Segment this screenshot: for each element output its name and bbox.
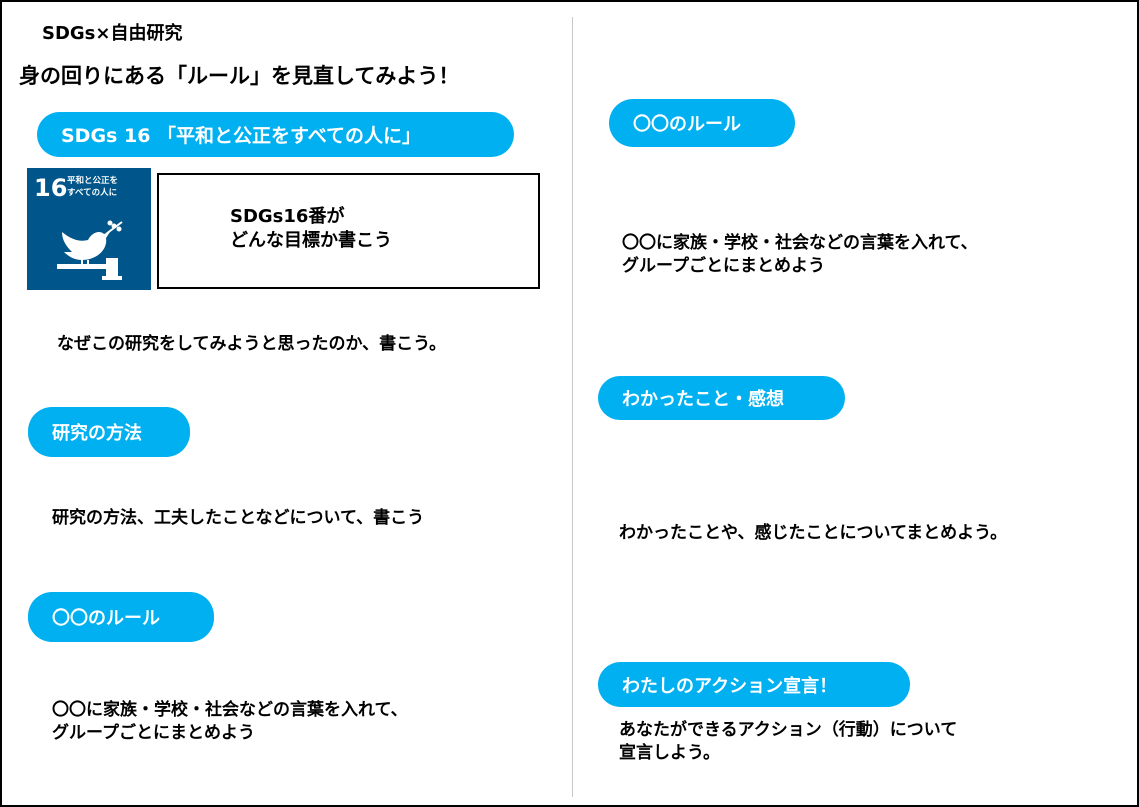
prompt-line: グループごとにまとめよう [622, 255, 825, 276]
goal-box-line: SDGs16番が [230, 206, 345, 227]
method-prompt: 研究の方法、工夫したことなどについて、書こう [52, 508, 425, 528]
prompt-line: グループごとにまとめよう [52, 722, 255, 743]
action-prompt: あなたができるアクション（行動）について 宣言しよう。 [619, 719, 957, 765]
page-title: 身の回りにある「ルール」を見直してみよう！ [19, 64, 460, 88]
findings-pill: わかったこと・感想 [598, 376, 845, 420]
sdg-number: 16 [34, 174, 68, 202]
goal-pill: SDGs 16 「平和と公正をすべての人に」 [37, 112, 514, 157]
rule-pill-left: 〇〇のルール [28, 592, 214, 642]
subtitle: SDGs×自由研究 [42, 23, 183, 44]
goal-box-line: どんな目標か書こう [230, 230, 392, 252]
method-pill: 研究の方法 [28, 407, 190, 457]
prompt-line: 〇〇に家族・学校・社会などの言葉を入れて、 [622, 233, 978, 253]
prompt-line: 〇〇に家族・学校・社会などの言葉を入れて、 [52, 700, 408, 720]
column-divider [572, 17, 573, 797]
action-pill: わたしのアクション宣言！ [598, 662, 910, 707]
dove-gavel-icon [57, 220, 123, 280]
reason-prompt: なぜこの研究をしてみようと思ったのか、書こう。 [57, 334, 447, 354]
sdg-label-line: 平和と公正を [67, 176, 119, 186]
sdg-label-line: すべての人に [67, 187, 118, 198]
rule-pill-right: 〇〇のルール [609, 99, 795, 147]
findings-prompt: わかったことや、感じたことについてまとめよう。 [619, 523, 1008, 543]
prompt-line: 宣言しよう。 [619, 742, 720, 763]
rule-prompt-left: 〇〇に家族・学校・社会などの言葉を入れて、 グループごとにまとめよう [52, 699, 408, 745]
prompt-line: あなたができるアクション（行動）について [619, 720, 958, 740]
goal-box-prompt: SDGs16番が どんな目標か書こう [230, 205, 392, 254]
goal-answer-box[interactable]: SDGs16番が どんな目標か書こう [157, 173, 540, 289]
sdg16-icon: 16 平和と公正を すべての人に [27, 168, 151, 290]
rule-prompt-right: 〇〇に家族・学校・社会などの言葉を入れて、 グループごとにまとめよう [622, 232, 978, 278]
sdg-label: 平和と公正を すべての人に [67, 176, 118, 200]
